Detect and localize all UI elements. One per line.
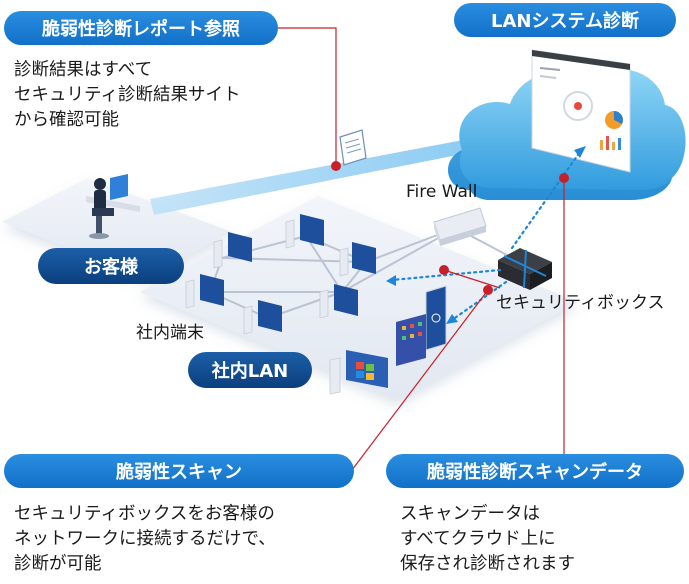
vulnerability-scan-pill: 脆弱性スキャン	[4, 454, 354, 488]
arrow-heads	[386, 146, 586, 324]
security-box-label: セキュリティボックス	[496, 293, 665, 313]
scan-description: セキュリティボックスをお客様の ネットワークに接続するだけで、 診断が可能	[14, 502, 276, 577]
data-desc-line: すべてクラウド上に	[400, 529, 556, 549]
data-desc-line: 保存され診断されます	[400, 554, 575, 574]
report-desc-line: 診断結果はすべて	[14, 60, 153, 80]
scan-data-description: スキャンデータは すべてクラウド上に 保存され診断されます	[400, 502, 575, 577]
scan-data-title: 脆弱性診断スキャンデータ	[427, 462, 643, 483]
internal-terminals-label: 社内端末	[136, 323, 204, 343]
vulnerability-scan-title: 脆弱性スキャン	[116, 462, 242, 483]
pc-icon	[319, 284, 358, 319]
pc-icon	[285, 214, 324, 249]
tablet-icon	[396, 314, 426, 366]
connector-lines	[278, 27, 565, 471]
internal-lan-pill: 社内LAN	[188, 352, 312, 388]
scan-data-pill: 脆弱性診断スキャンデータ	[386, 454, 684, 488]
customer-person-icon	[86, 174, 140, 239]
mobile-device-icon	[425, 285, 447, 351]
customer-label: お客様	[84, 257, 138, 278]
pc-icon	[243, 300, 282, 335]
internal-lan-label: 社内LAN	[211, 361, 289, 382]
report-reference-title: 脆弱性診断レポート参照	[42, 19, 240, 40]
firewall-label: Fire Wall	[406, 182, 478, 202]
firewall-icon	[433, 207, 487, 246]
security-box-icon	[498, 248, 552, 290]
scan-desc-line: 診断が可能	[14, 554, 102, 574]
customer-pill: お客様	[38, 248, 184, 284]
connector-dots	[331, 161, 569, 295]
report-dashboard-icon	[531, 49, 631, 173]
lan-system-title: LANシステム診断	[491, 11, 639, 32]
scan-desc-line: ネットワークに接続するだけで、	[14, 529, 276, 549]
report-desc-line: セキュリティ診断結果サイト	[14, 85, 241, 105]
windows-pc-icon	[329, 350, 388, 395]
lan-system-pill: LANシステム診断	[454, 3, 676, 37]
pc-icon	[185, 274, 224, 309]
scan-desc-line: セキュリティボックスをお客様の	[14, 504, 275, 524]
pc-icon	[339, 242, 376, 277]
data-desc-line: スキャンデータは	[400, 504, 540, 524]
report-document-icon	[339, 129, 367, 166]
report-reference-pill: 脆弱性診断レポート参照	[4, 11, 278, 45]
report-desc-line: から確認可能	[14, 110, 119, 130]
report-description: 診断結果はすべて セキュリティ診断結果サイト から確認可能	[14, 58, 240, 133]
pc-icon	[213, 232, 252, 269]
